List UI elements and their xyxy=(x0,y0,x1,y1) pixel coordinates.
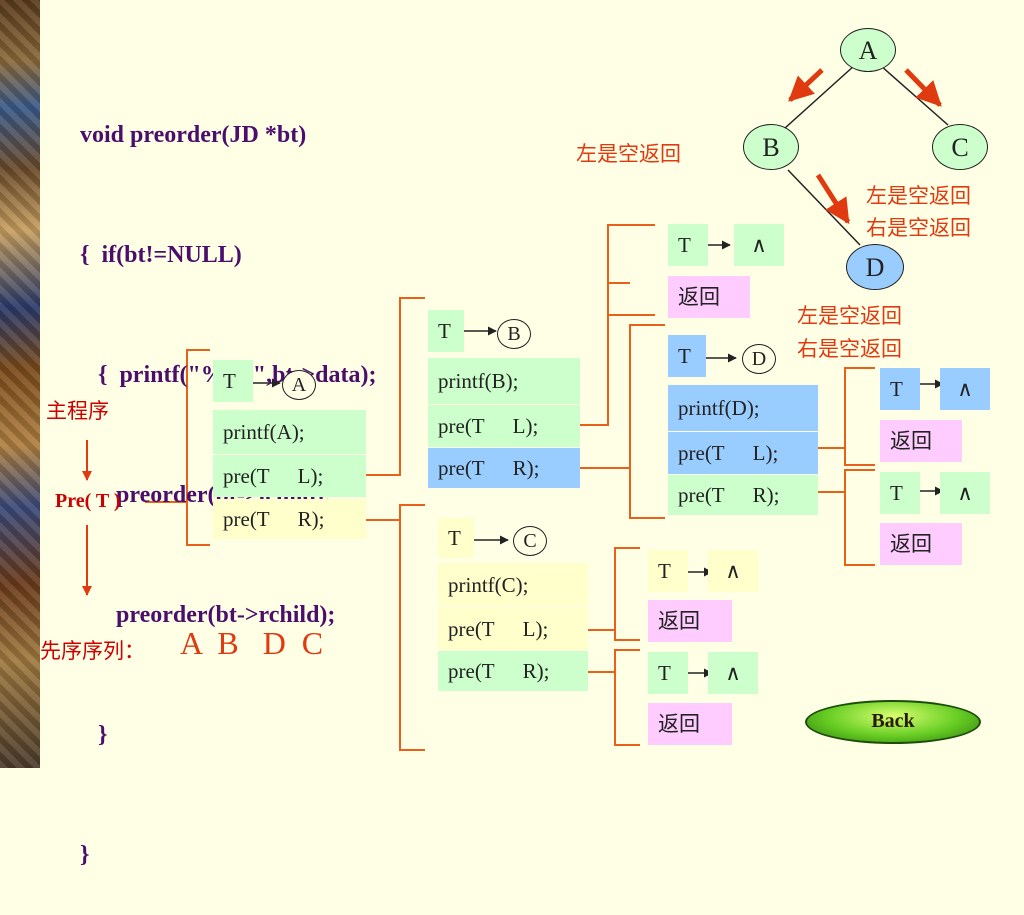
frame-bl-null: ∧ xyxy=(734,224,784,266)
tree-node-b: B xyxy=(743,124,799,170)
frame-cl-null: ∧ xyxy=(708,550,758,592)
main-call: Pre( T ) xyxy=(55,490,121,512)
frame-c-printf: printf(C); xyxy=(438,563,588,607)
frame-b-node: B xyxy=(497,319,531,349)
frame-c-t: T xyxy=(438,518,474,558)
note-b-left-empty: 左是空返回 xyxy=(576,142,681,166)
code-line: preorder(bt->rchild); xyxy=(80,602,336,628)
frame-cr-t: T xyxy=(648,652,688,694)
frame-d-node: D xyxy=(742,344,776,374)
frame-dr-null: ∧ xyxy=(940,472,990,514)
tree-node-c: C xyxy=(932,124,988,170)
back-button[interactable]: Back xyxy=(805,700,981,744)
sequence-label: 先序序列： xyxy=(40,639,145,663)
decorative-side-strip xyxy=(0,0,40,768)
code-line: { if(bt!=NULL) xyxy=(80,242,242,268)
note-c-right-empty: 右是空返回 xyxy=(866,216,971,240)
frame-dl-return: 返回 xyxy=(880,420,962,462)
frame-bl-return: 返回 xyxy=(668,276,750,318)
frame-cr-return: 返回 xyxy=(648,703,732,745)
frame-c-node: C xyxy=(513,526,547,556)
frame-b-printf: printf(B); xyxy=(428,358,580,404)
tree-node-a: A xyxy=(840,28,896,72)
code-line: void preorder(JD *bt) xyxy=(80,122,307,148)
frame-cl-t: T xyxy=(648,550,688,592)
tree-node-d: D xyxy=(846,244,904,290)
main-program-label: 主程序 xyxy=(46,399,109,423)
frame-dr-t: T xyxy=(880,472,920,514)
frame-a-node: A xyxy=(282,370,316,400)
frame-b-t: T xyxy=(428,310,464,352)
frame-d-t: T xyxy=(668,335,706,377)
note-d-right-empty: 右是空返回 xyxy=(797,337,902,361)
frame-bl-t: T xyxy=(668,224,708,266)
frame-a-t: T xyxy=(213,360,253,402)
code-line: } xyxy=(80,842,90,868)
sequence-values: A B D C xyxy=(180,625,324,661)
frame-dr-return: 返回 xyxy=(880,523,962,565)
diagram-connectors xyxy=(82,64,949,751)
frame-dl-null: ∧ xyxy=(940,368,990,410)
note-c-left-empty: 左是空返回 xyxy=(866,184,971,208)
frame-a-printf: printf(A); xyxy=(213,410,366,454)
frame-d-printf: printf(D); xyxy=(668,385,818,431)
note-d-left-empty: 左是空返回 xyxy=(797,304,902,328)
code-line: } xyxy=(80,722,108,748)
frame-dl-t: T xyxy=(880,368,920,410)
frame-cl-return: 返回 xyxy=(648,600,732,642)
frame-cr-null: ∧ xyxy=(708,652,758,694)
